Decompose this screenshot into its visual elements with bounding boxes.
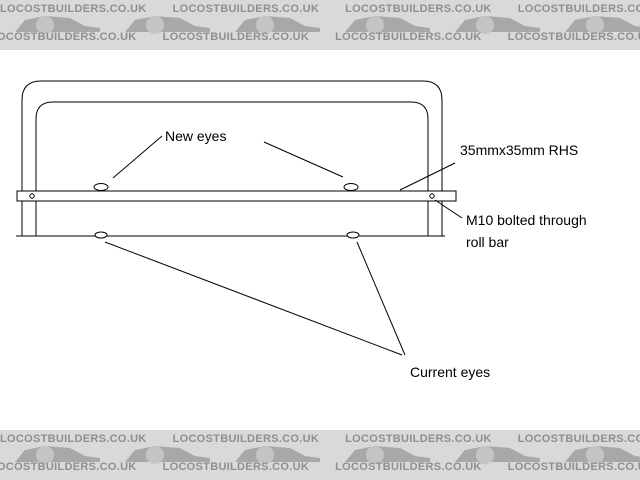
watermark-text: LOCOSTBUILDERS.CO.UK bbox=[0, 31, 137, 43]
label-bolt-line1: M10 bolted through bbox=[466, 212, 587, 228]
car-logo-icon bbox=[125, 16, 210, 32]
watermark-text: LOCOSTBUILDERS.CO.UK bbox=[0, 3, 147, 15]
car-logo-icon bbox=[455, 16, 540, 32]
leader-bolt bbox=[434, 199, 463, 219]
wheel-logo-icon bbox=[36, 446, 54, 464]
new-eye-right bbox=[343, 183, 359, 191]
wheel-logo-icon bbox=[146, 446, 164, 464]
watermark-text: LOCOSTBUILDERS.CO.UK bbox=[162, 31, 310, 43]
watermark-text: LOCOSTBUILDERS.CO.UK bbox=[335, 31, 482, 43]
new-eye-left bbox=[93, 183, 109, 191]
roll-bar-outer bbox=[21, 80, 443, 236]
watermark-band-bottom: LOCOSTBUILDERS.CO.UK LOCOSTBUILDERS.CO.UK… bbox=[0, 430, 640, 480]
car-logo-icon bbox=[455, 446, 540, 462]
watermark-text: LOCOSTBUILDERS.CO.UK bbox=[507, 31, 640, 43]
car-logo-icon bbox=[15, 446, 100, 462]
car-logo-icon bbox=[345, 16, 430, 32]
car-logo-icon bbox=[235, 16, 320, 32]
watermark-text: LOCOSTBUILDERS.CO.UK bbox=[0, 433, 147, 445]
wheel-logo-icon bbox=[146, 16, 164, 34]
watermark-row: LOCOSTBUILDERS.CO.UK LOCOSTBUILDERS.CO.UK… bbox=[0, 3, 640, 15]
label-current-eyes: Current eyes bbox=[410, 364, 491, 380]
watermark-text: LOCOSTBUILDERS.CO.UK bbox=[507, 461, 640, 473]
wheel-logo-icon bbox=[366, 16, 384, 34]
watermark-text: LOCOSTBUILDERS.CO.UK bbox=[172, 433, 320, 445]
label-bolt-line2: roll bar bbox=[466, 234, 509, 250]
leader-new-eyes-left bbox=[112, 135, 163, 179]
wheel-logo-icon bbox=[476, 16, 494, 34]
watermark-logo-strip bbox=[15, 446, 640, 464]
car-logo-icon bbox=[125, 446, 210, 462]
wheel-logo-icon bbox=[586, 16, 604, 34]
current-eye-left bbox=[94, 231, 108, 239]
car-logo-icon bbox=[235, 446, 320, 462]
wheel-logo-icon bbox=[256, 446, 274, 464]
wheel-logo-icon bbox=[366, 446, 384, 464]
leader-current-eyes-right bbox=[356, 241, 406, 356]
diagram-svg bbox=[16, 80, 463, 356]
watermark-text: LOCOSTBUILDERS.CO.UK bbox=[345, 3, 492, 15]
wheel-logo-icon bbox=[586, 446, 604, 464]
watermark-text: LOCOSTBUILDERS.CO.UK bbox=[345, 433, 492, 445]
diagram-canvas: New eyes 35mmx35mm RHS M10 bolted throug… bbox=[0, 50, 640, 430]
label-rhs: 35mmx35mm RHS bbox=[460, 142, 579, 158]
rhs-cross-tube bbox=[16, 190, 457, 202]
watermark-row: LOCOSTBUILDERS.CO.UK LOCOSTBUILDERS.CO.UK… bbox=[0, 433, 640, 445]
bolt-hole-left bbox=[29, 193, 35, 199]
watermark-text: LOCOSTBUILDERS.CO.UK bbox=[335, 461, 482, 473]
wheel-logo-icon bbox=[36, 16, 54, 34]
watermark-text: LOCOSTBUILDERS.CO.UK bbox=[0, 461, 137, 473]
label-new-eyes: New eyes bbox=[165, 128, 227, 144]
bolt-hole-right bbox=[429, 193, 435, 199]
watermark-row: LOCOSTBUILDERS.CO.UK LOCOSTBUILDERS.CO.UK… bbox=[0, 31, 640, 43]
car-logo-icon bbox=[345, 446, 430, 462]
car-logo-icon bbox=[15, 16, 100, 32]
watermark-text: LOCOSTBUILDERS.CO.UK bbox=[172, 3, 320, 15]
roll-bar-inner bbox=[35, 101, 429, 236]
watermark-text: LOCOSTBUILDERS.CO.UK bbox=[517, 3, 640, 15]
watermark-logo-strip bbox=[15, 16, 640, 34]
current-eye-right bbox=[346, 231, 360, 239]
watermark-row: LOCOSTBUILDERS.CO.UK LOCOSTBUILDERS.CO.UK… bbox=[0, 461, 640, 473]
leader-current-eyes-left bbox=[104, 241, 403, 356]
watermark-text: LOCOSTBUILDERS.CO.UK bbox=[162, 461, 310, 473]
leader-rhs bbox=[399, 162, 456, 191]
watermark-text: LOCOSTBUILDERS.CO.UK bbox=[517, 433, 640, 445]
wheel-logo-icon bbox=[476, 446, 494, 464]
leader-new-eyes-right bbox=[263, 141, 344, 178]
watermark-band-top: LOCOSTBUILDERS.CO.UK LOCOSTBUILDERS.CO.UK… bbox=[0, 0, 640, 50]
wheel-logo-icon bbox=[256, 16, 274, 34]
